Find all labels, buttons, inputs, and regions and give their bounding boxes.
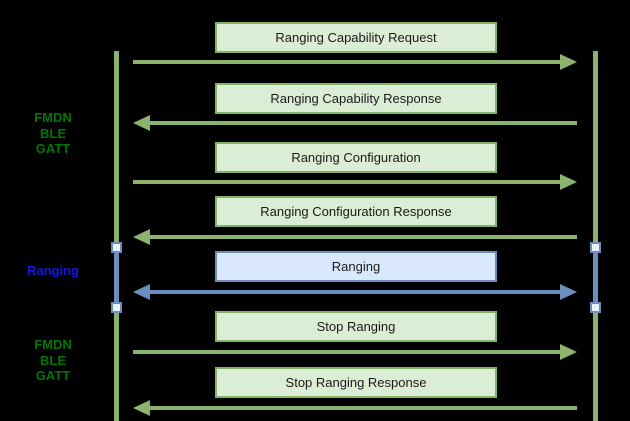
arrow-left-stop-ranging-response <box>133 400 577 416</box>
message-box-ranging-capability-request: Ranging Capability Request <box>215 22 497 53</box>
arrow-line <box>133 350 563 354</box>
phase-label-line: BLE <box>40 352 66 368</box>
message-box-ranging: Ranging <box>215 251 497 282</box>
ranging-start-marker-left <box>111 242 122 253</box>
arrowhead-left-icon <box>133 284 150 300</box>
arrowhead-left-icon <box>133 115 150 131</box>
arrow-right-stop-ranging <box>133 344 577 360</box>
arrow-line <box>147 121 577 125</box>
ranging-end-marker-right <box>590 302 601 313</box>
ranging-session-segment-right <box>593 248 598 308</box>
arrowhead-right-icon <box>560 344 577 360</box>
message-box-ranging-configuration-response: Ranging Configuration Response <box>215 196 497 227</box>
arrowhead-left-icon <box>133 400 150 416</box>
phase-label-line: FMDN <box>34 110 72 125</box>
phase-label-fmdn-ble-gatt-bottom: FMDN BLE GATT <box>13 337 93 384</box>
phase-label-line: FMDN <box>34 337 72 352</box>
arrowhead-right-icon <box>560 174 577 190</box>
phase-label-line: Ranging <box>27 263 79 278</box>
arrowhead-right-icon <box>560 54 577 70</box>
arrowhead-left-icon <box>133 229 150 245</box>
phase-label-ranging: Ranging <box>13 263 93 279</box>
arrow-line <box>133 60 563 64</box>
lifeline-right <box>593 51 598 421</box>
arrow-right-ranging-capability-request <box>133 54 577 70</box>
ranging-end-marker-left <box>111 302 122 313</box>
phase-label-fmdn-ble-gatt-top: FMDN BLE GATT <box>13 110 93 157</box>
message-box-stop-ranging-response: Stop Ranging Response <box>215 367 497 398</box>
ranging-session-segment-left <box>114 248 119 308</box>
arrow-right-ranging-configuration <box>133 174 577 190</box>
arrow-left-ranging-capability-response <box>133 115 577 131</box>
phase-label-line: GATT <box>35 141 71 156</box>
lifeline-left <box>114 51 119 421</box>
message-box-ranging-configuration: Ranging Configuration <box>215 142 497 173</box>
arrow-line <box>147 290 563 294</box>
phase-label-line: GATT <box>35 368 71 383</box>
phase-label-line: BLE <box>40 125 66 141</box>
arrow-bidirectional-ranging <box>133 284 577 300</box>
arrow-left-ranging-configuration-response <box>133 229 577 245</box>
arrow-line <box>147 235 577 239</box>
arrow-line <box>133 180 563 184</box>
message-box-ranging-capability-response: Ranging Capability Response <box>215 83 497 114</box>
arrowhead-right-icon <box>560 284 577 300</box>
arrow-line <box>147 406 577 410</box>
message-box-stop-ranging: Stop Ranging <box>215 311 497 342</box>
ranging-start-marker-right <box>590 242 601 253</box>
